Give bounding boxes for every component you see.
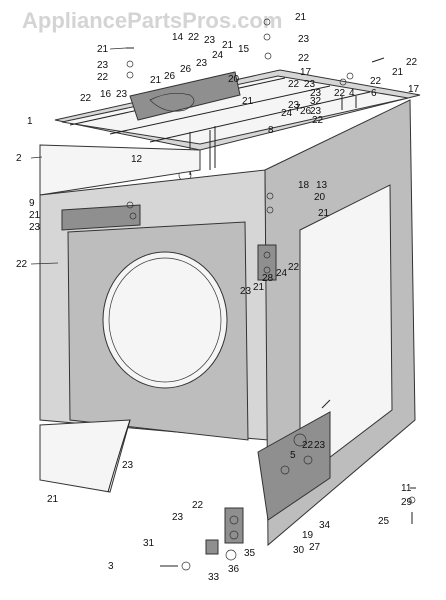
callout-label: 7 [295, 103, 301, 114]
callout-label: 22 [406, 57, 418, 68]
callout-label: 23 [298, 34, 310, 45]
callout-label: 22 [192, 500, 204, 511]
callout-label: 34 [319, 520, 331, 531]
callout-label: 21 [29, 210, 41, 221]
callout-label: 22 [16, 259, 28, 270]
callout-label: 23 [240, 286, 252, 297]
callout-label: 8 [268, 125, 274, 136]
callout-label: 22 [188, 32, 200, 43]
callout-label: 22 [288, 262, 300, 273]
callout-label: 21 [392, 67, 404, 78]
callout-label: 15 [238, 44, 250, 55]
callout-label: 23 [97, 60, 109, 71]
callout-label: 26 [164, 71, 176, 82]
callout-label: 17 [300, 67, 312, 78]
callout-label: 23 [314, 440, 326, 451]
callout-label: 23 [288, 100, 300, 111]
callout-label: 23 [304, 79, 316, 90]
callout-label: 22 [298, 53, 310, 64]
callout-label: 22 [312, 115, 324, 126]
callout-label: 32 [310, 96, 322, 107]
callout-label: 21 [242, 96, 254, 107]
callout-label: 23 [204, 35, 216, 46]
callout-label: 3 [108, 561, 114, 572]
callout-label: 21 [97, 44, 109, 55]
cabinet-body [39, 99, 416, 547]
callout-label: 4 [349, 88, 355, 99]
callout-label: 20 [314, 192, 326, 203]
callout-label: 9 [29, 198, 35, 209]
callout-label: 24 [281, 108, 293, 119]
callout-label: 18 [298, 180, 310, 191]
callout-label: 22 [97, 72, 109, 83]
callout-label: 21 [47, 494, 59, 505]
callout-label: 23 [172, 512, 184, 523]
callout-label: 28 [262, 273, 274, 284]
callout-label: 20 [228, 74, 240, 85]
callout-label: 21 [318, 208, 330, 219]
callout-label: 22 [80, 93, 92, 104]
hinge-screw-icon [293, 433, 307, 447]
callout-label: 12 [131, 154, 143, 165]
callout-label: 1 [27, 116, 33, 127]
callout-label: 21 [253, 282, 265, 293]
callout-label: 5 [290, 450, 296, 461]
callout-label: 30 [293, 545, 305, 556]
callout-label: 21 [295, 12, 307, 23]
watermark: AppliancePartsPros.com [22, 8, 282, 33]
callout-label: 23 [122, 460, 134, 471]
callout-label: 26 [180, 64, 192, 75]
callout-label: 29 [401, 497, 413, 508]
callout-label: 27 [309, 542, 321, 553]
callout-label: 24 [212, 50, 224, 61]
callout-label: 2 [16, 153, 22, 164]
callout-label: 22 [334, 88, 346, 99]
callout-label: 19 [302, 530, 314, 541]
callout-label: 23 [310, 88, 322, 99]
callout-label: 35 [244, 548, 256, 559]
callout-label: 33 [208, 572, 220, 583]
callout-label: 22 [288, 79, 300, 90]
callout-label: 23 [116, 89, 128, 100]
callout-label: 24 [276, 268, 288, 279]
callout-label: 26 [300, 106, 312, 117]
callout-label: 22 [302, 440, 314, 451]
callout-label: 21 [150, 75, 162, 86]
callout-label: 14 [172, 32, 184, 43]
callout-label: 31 [143, 538, 155, 549]
callout-label: 23 [29, 222, 41, 233]
callouts: 21 23 22 21 23 22 14 22 23 21 15 24 26 2… [16, 12, 420, 583]
callout-label: 23 [196, 58, 208, 69]
callout-label: 25 [378, 516, 390, 527]
callout-label: 6 [371, 88, 377, 99]
callout-label: 11 [401, 483, 412, 494]
callout-label: 23 [310, 106, 322, 117]
callout-label: 13 [316, 180, 328, 191]
top-frame [54, 69, 421, 182]
callout-label: 36 [228, 564, 240, 575]
callout-label: 21 [222, 40, 234, 51]
fasteners [126, 18, 416, 571]
callout-label: 17 [408, 84, 420, 95]
door-porthole [102, 251, 228, 389]
callout-label: 16 [100, 89, 112, 100]
callout-label: 22 [370, 76, 382, 87]
